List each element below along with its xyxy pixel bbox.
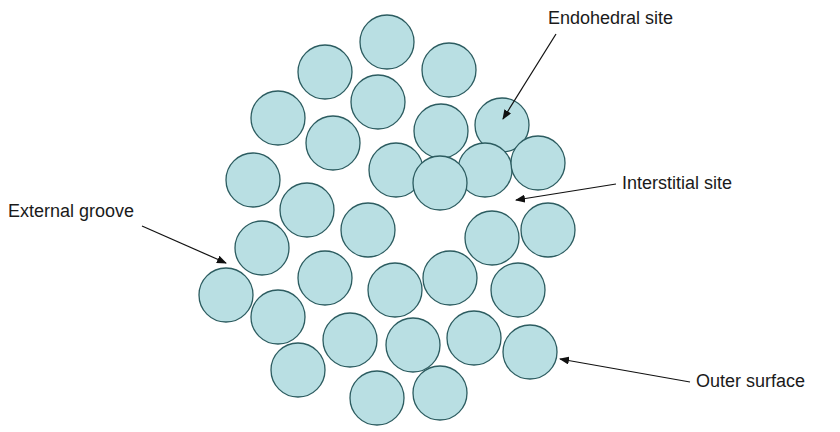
tube-circle <box>447 311 501 365</box>
leader-line <box>516 184 616 200</box>
tube-circle <box>413 366 467 420</box>
tube-circle <box>491 263 545 317</box>
tube-circle <box>298 251 352 305</box>
leader-line <box>560 359 690 382</box>
tube-circle <box>368 263 422 317</box>
site-label: External groove <box>8 200 134 222</box>
tube-circle <box>306 116 360 170</box>
tube-circle <box>511 136 565 190</box>
tube-circle <box>413 156 467 210</box>
tube-circle <box>235 221 289 275</box>
tube-circle <box>503 325 557 379</box>
tube-circle <box>251 290 305 344</box>
leader-line <box>142 226 226 263</box>
tube-circle <box>350 371 404 425</box>
tube-circle <box>199 268 253 322</box>
tube-circle <box>323 313 377 367</box>
tube-circle <box>341 203 395 257</box>
tube-circle <box>521 203 575 257</box>
site-label: Endohedral site <box>548 7 673 29</box>
tube-circle <box>280 183 334 237</box>
tube-circle <box>351 75 405 129</box>
site-label: Interstitial site <box>622 172 732 194</box>
tube-circle <box>271 343 325 397</box>
leader-line <box>503 34 556 119</box>
tube-circle <box>360 15 414 69</box>
tube-circle <box>465 211 519 265</box>
tube-circle <box>422 43 476 97</box>
tube-circle <box>226 153 280 207</box>
tube-circle <box>298 45 352 99</box>
site-label: Outer surface <box>696 370 805 392</box>
tube-circle <box>414 104 468 158</box>
tube-circle <box>251 91 305 145</box>
tube-circle <box>423 251 477 305</box>
tube-circle <box>386 318 440 372</box>
